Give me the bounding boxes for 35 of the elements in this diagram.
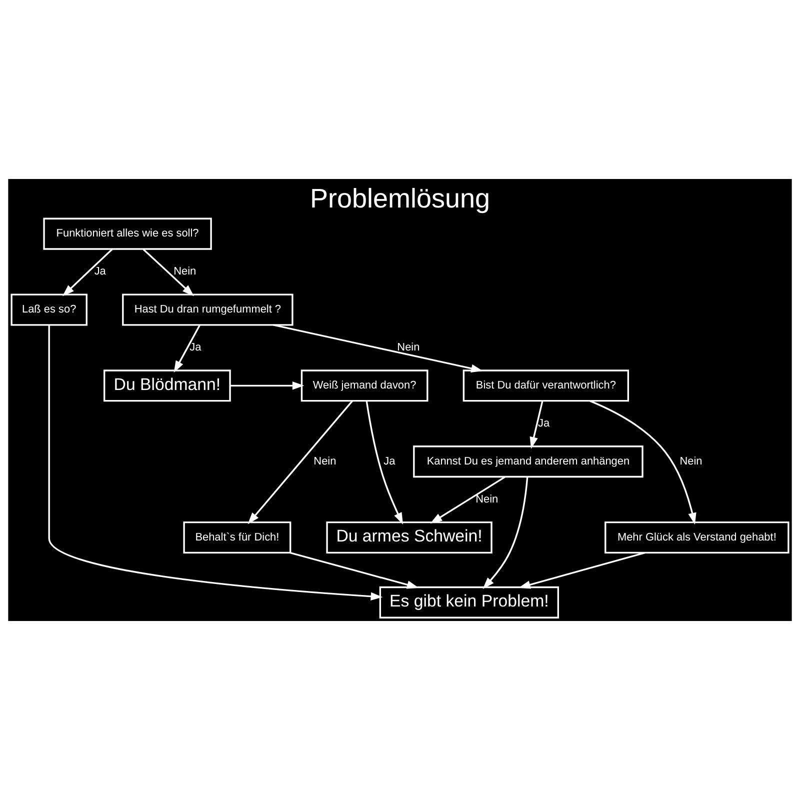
diagram-title: Problemlösung (310, 183, 490, 214)
edge-label: Nein (314, 455, 336, 468)
arrow (62, 248, 113, 296)
arrow (482, 476, 528, 589)
edge-label: Ja (94, 266, 106, 278)
arrow (366, 401, 404, 525)
node-box: Hast Du dran rumgefummelt ? (122, 294, 294, 326)
node-box: Behalt`s für Dich! (183, 521, 292, 554)
arrow (174, 324, 200, 373)
node-box: Kannst Du es jemand anderem anhängen (413, 446, 644, 478)
arrow (273, 324, 483, 372)
arrow (290, 552, 419, 589)
arrow (590, 400, 696, 525)
arrow (430, 476, 506, 524)
arrow (230, 382, 304, 390)
node-box: Es gibt kein Problem! (379, 586, 559, 618)
edge-label: Ja (190, 342, 202, 354)
arrow (142, 248, 194, 296)
edge-label: Nein (397, 342, 420, 354)
arrow (518, 552, 646, 589)
node-box: Funktioniert alles wie es soll? (43, 218, 212, 250)
node-box: Du Blödmann! (104, 370, 231, 402)
arrow (530, 400, 544, 449)
edge-label: Nein (680, 455, 702, 468)
edge-label: Nein (476, 493, 498, 506)
arrow (248, 400, 353, 524)
node-box: Laß es so? (10, 294, 88, 326)
node-box: Weiß jemand davon? (300, 370, 428, 402)
edge-label: Ja (538, 417, 550, 430)
arrow (48, 325, 383, 600)
node-box: Du armes Schwein! (326, 521, 492, 554)
edge-label: Nein (174, 266, 196, 278)
node-box: Bist Du dafür verantwortlich? (462, 370, 630, 402)
edge-label: Ja (384, 455, 396, 468)
node-box: Mehr Glück als Verstand gehabt! (604, 521, 790, 554)
